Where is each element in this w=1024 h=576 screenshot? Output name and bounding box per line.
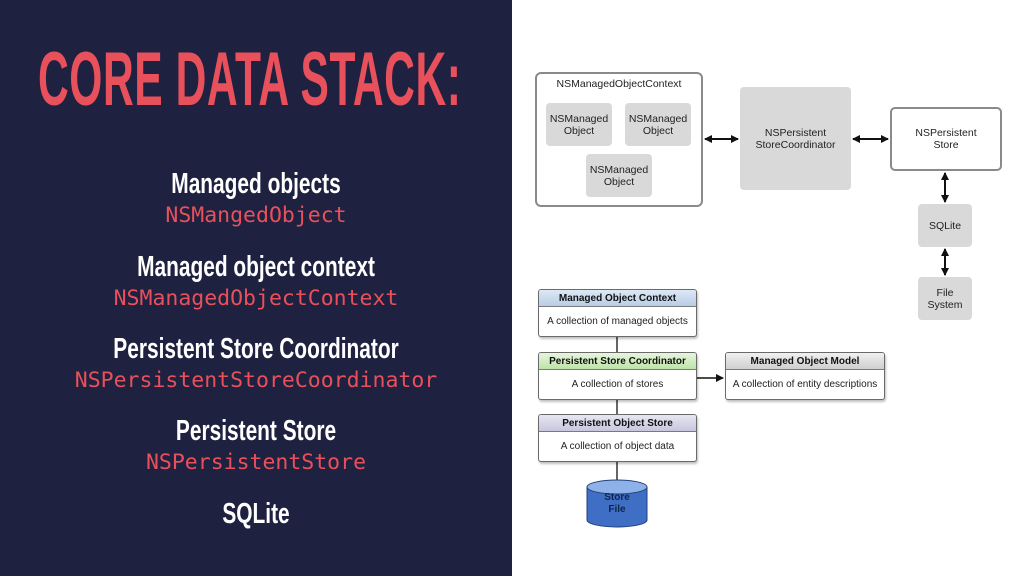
store-file-label: Store File bbox=[604, 492, 630, 515]
sqlite-label: SQLite bbox=[928, 219, 962, 232]
card-title: Persistent Object Store bbox=[539, 415, 696, 432]
model-card: Managed Object Model A collection of ent… bbox=[725, 352, 885, 400]
card-title: Managed Object Model bbox=[726, 353, 884, 370]
stack-item-sqlite: SQLite bbox=[0, 497, 512, 531]
item-heading: SQLite bbox=[222, 498, 290, 530]
stack-item-coordinator: Persistent Store Coordinator NSPersisten… bbox=[0, 332, 512, 396]
context-label: NSManagedObjectContext bbox=[556, 78, 682, 90]
sqlite-box: SQLite bbox=[918, 204, 972, 247]
managed-object-box: NSManaged Object bbox=[546, 103, 612, 146]
item-class-name: NSManagedObjectContext bbox=[113, 286, 399, 311]
card-body: A collection of entity descriptions bbox=[732, 379, 878, 390]
item-heading: Managed object context bbox=[137, 251, 375, 283]
card-body: A collection of managed objects bbox=[547, 316, 688, 327]
card-title: Managed Object Context bbox=[539, 290, 696, 307]
item-class-name: NSMangedObject bbox=[165, 203, 347, 228]
managed-object-box: NSManaged Object bbox=[625, 103, 691, 146]
persistent-store-box: NSPersistent Store bbox=[890, 107, 1002, 171]
managed-object-label: NSManaged Object bbox=[628, 112, 688, 137]
card-body: A collection of stores bbox=[571, 379, 664, 390]
managed-object-box: NSManaged Object bbox=[586, 154, 652, 197]
file-system-label: File System bbox=[927, 286, 963, 311]
card-title: Persistent Store Coordinator bbox=[539, 353, 696, 370]
item-heading: Persistent Store Coordinator bbox=[113, 333, 399, 365]
stack-item-managed-objects: Managed objects NSMangedObject bbox=[0, 167, 512, 231]
managed-object-label: NSManaged Object bbox=[549, 112, 609, 137]
stack-item-context: Managed object context NSManagedObjectCo… bbox=[0, 250, 512, 314]
item-class-name: NSPersistentStore bbox=[145, 450, 367, 475]
context-card: Managed Object Context A collection of m… bbox=[538, 289, 697, 337]
card-body: A collection of object data bbox=[560, 441, 675, 452]
item-class-name: NSPersistentStoreCoordinator bbox=[74, 368, 438, 393]
file-system-box: File System bbox=[918, 277, 972, 320]
coordinator-box: NSPersistent StoreCoordinator bbox=[740, 87, 851, 190]
managed-object-label: NSManaged Object bbox=[589, 163, 649, 188]
stack-item-store: Persistent Store NSPersistentStore bbox=[0, 414, 512, 478]
item-heading: Persistent Store bbox=[175, 415, 337, 447]
coordinator-card: Persistent Store Coordinator A collectio… bbox=[538, 352, 697, 400]
item-heading: Managed objects bbox=[171, 168, 341, 200]
coordinator-label: NSPersistent StoreCoordinator bbox=[755, 126, 836, 151]
store-label: NSPersistent Store bbox=[915, 127, 977, 151]
object-store-card: Persistent Object Store A collection of … bbox=[538, 414, 697, 462]
slide-title: CORE DATA STACK: bbox=[38, 37, 462, 122]
left-panel: CORE DATA STACK: Managed objects NSMange… bbox=[0, 0, 512, 576]
